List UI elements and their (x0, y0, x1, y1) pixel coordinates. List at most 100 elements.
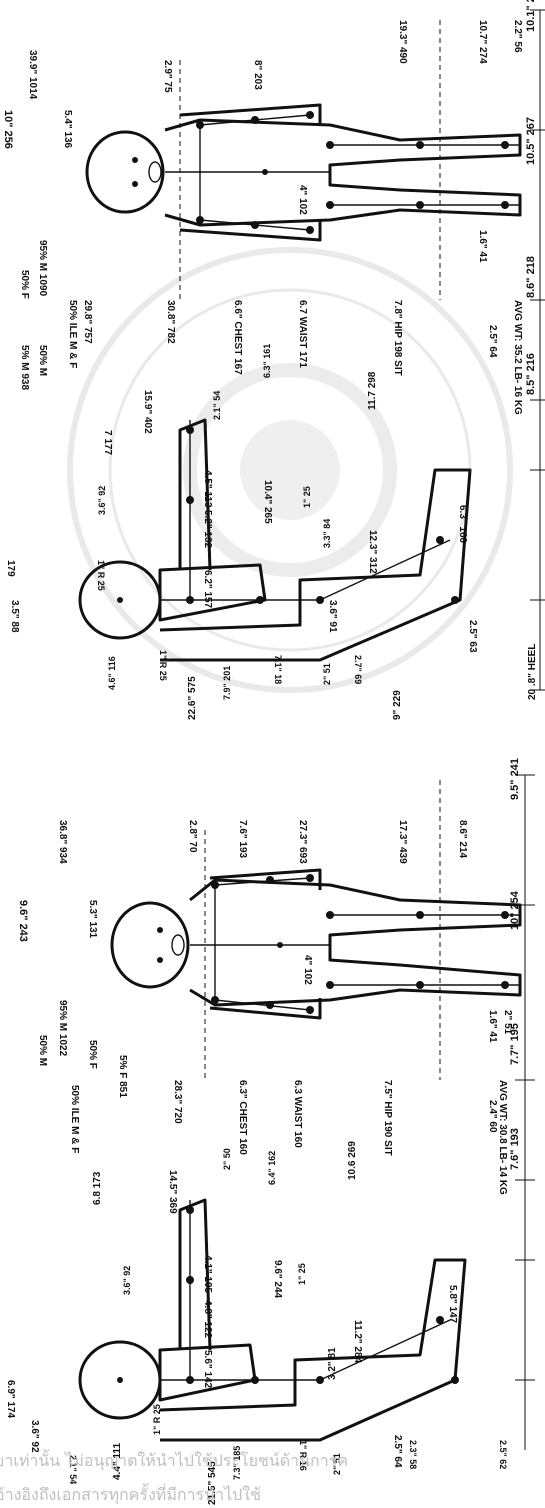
bottom-sit-shoulder-label: 5.6" 142 (202, 1350, 213, 1389)
bottom-dim-mid-24: 2.4" 60 (487, 1100, 498, 1133)
top-sit-height-label: 22.6" 575 (187, 676, 198, 720)
top-sit-misc-11: 6.3" 161 (262, 344, 272, 378)
bottom-dim-mid-2: 2" 51 (502, 1010, 513, 1035)
bottom-sit-lower-label: 4.4" 111 (112, 1443, 123, 1480)
bottom-head-depth-label: 5.3" 131 (87, 900, 98, 939)
top-hip-label: 7.8" HIP 198 SIT (392, 300, 403, 376)
bottom-dim-mid-28: 2.8" 70 (187, 820, 198, 853)
bottom-crotch-label: 4" 102 (302, 955, 313, 985)
bottom-dim-right-3: 7.7" 195 (509, 1023, 521, 1065)
top-section: 10.1" 257 10.5" 267 8.6" 218 8.5" 216 39… (2, 0, 545, 720)
top-dim-mid-16: 1.6" 41 (477, 230, 488, 263)
top-sit-lower-label: 9" 229 (392, 690, 403, 720)
top-sit-misc-7: 3.6" 92 (97, 486, 107, 515)
top-sit-ankle-label: 6.3" 160 (457, 505, 468, 544)
top-sit-misc-5: 2.7" 69 (353, 655, 363, 684)
top-sit-misc-1: 4.6" 116 (107, 656, 117, 690)
bottom-sit-misc-3: 1" R 16 (298, 1440, 308, 1471)
top-sit-width-label: 179 (5, 560, 16, 577)
bottom-dim-mid-8: 8.6" 214 (457, 820, 468, 859)
bottom-sit-misc-9: 3.6" 92 (122, 1266, 132, 1295)
bottom-pct-m-label: 50% M (37, 1035, 48, 1066)
bottom-sit-head-label: 3.6" 92 (29, 1420, 40, 1453)
top-sit-misc-2: 1" R 25 (158, 650, 168, 681)
top-sit-knee-label: 10.4" 265 (262, 480, 273, 524)
bottom-sit-misc-1: 1" R 25 (152, 1404, 162, 1435)
top-height-label: 39.9" 1014 (27, 50, 38, 100)
top-sit-head-label: 3.5" 88 (9, 600, 20, 633)
top-pct-m5-label: 5% M 938 (19, 345, 30, 390)
bottom-sit-width-label: 6.9" 174 (5, 1380, 16, 1419)
bottom-sit-misc-5: 2.5" 62 (498, 1440, 508, 1469)
top-sit-arm2-label: 5.2" 132 (202, 510, 213, 549)
bottom-sit-arm2-label: 4.8" 122 (202, 1300, 213, 1339)
top-chest-label: 6.6" CHEST 167 (232, 300, 243, 375)
top-sit-seat-label: 3.6" 91 (327, 600, 338, 633)
bottom-sit-misc-2: 7.3" 185 (232, 1446, 242, 1480)
top-shoulder-label: 29.8" 757 (82, 300, 93, 344)
top-dim-mid-10: 10.7" 274 (477, 20, 488, 64)
bottom-sit-leg-label: 11.2" 284 (352, 1320, 363, 1364)
top-sit-misc-9: 1" 25 (302, 486, 312, 508)
top-eye-label: 95% M 1090 (37, 240, 48, 297)
bottom-sit-misc-7: 6.4" 162 (267, 1151, 277, 1185)
top-dim-right-3: 8.6" 218 (525, 256, 537, 298)
top-dim-mid-19: 19.3" 490 (397, 20, 408, 64)
bottom-sit-misc-10: 2.1" 54 (68, 1455, 78, 1484)
watermark-line-1: ยาเท่านั้น ไม่อนุญาตให้นำไปใช้ประโยชน์ด้… (0, 1449, 348, 1471)
top-weight-label: AVG WT: 35.2 LB- 16 KG (512, 300, 523, 415)
top-dim-right-1: 10.1" 257 (525, 0, 537, 32)
bottom-dim-mid-16: 1.6" 41 (487, 1010, 498, 1043)
top-head-label: 10" 256 (2, 110, 14, 149)
sitting-child-figure-bottom (78, 1198, 467, 1442)
top-sit-forearm-label: 7 177 (102, 430, 113, 455)
top-sit-leg-label: 12.3" 312 (367, 530, 378, 574)
bottom-sit-seat-label: 3.2" 81 (327, 1347, 338, 1380)
bottom-sit-misc-4: 2" 51 (332, 1453, 342, 1475)
top-pct-f-label: 50% F (19, 270, 30, 299)
bottom-pct-f-label: 50% F (87, 1040, 98, 1069)
bottom-weight-label: AVG WT: 30.8 LB- 14 KG (497, 1080, 508, 1195)
top-sit-heel-label: 20 .8" HEEL (527, 644, 538, 700)
bottom-chest-label: 6.3" CHEST 160 (237, 1080, 248, 1155)
bottom-sit-misc-11: 2.3" 58 (408, 1440, 418, 1469)
top-sit-misc-8: 1" R 25 (96, 560, 106, 591)
standing-child-figure-bottom (110, 868, 522, 1020)
bottom-sit-knee-label: 9.6" 244 (272, 1260, 283, 1299)
top-sit-misc-10: 3.3" 84 (322, 519, 332, 548)
bottom-sit-ile-label: 50% ILE M & F (69, 1085, 80, 1153)
top-pct-m-label: 50% M (37, 345, 48, 376)
bottom-dim-right-2: 10" 254 (509, 890, 521, 930)
top-dim-mid-29: 2.9" 75 (162, 60, 173, 93)
bottom-height-label: 36.8" 934 (57, 820, 68, 864)
top-crotch-label: 4" 102 (297, 185, 308, 215)
bottom-dim-mid-17: 17.3" 439 (397, 820, 408, 864)
standing-child-figure-top (85, 103, 522, 242)
bottom-dim-mid-27: 27.3" 693 (297, 820, 308, 864)
university-seal-watermark (67, 247, 513, 693)
top-sit-ile-label: 50% ILE M & F (67, 300, 78, 368)
top-dim-mid-2: 2.2" 56 (512, 20, 523, 53)
bottom-pct-f5-label: 5% F 851 (117, 1055, 128, 1098)
top-sit-thigh-label: 11.7 298 (367, 371, 378, 410)
sitting-child-figure-top (78, 418, 472, 662)
top-waist-label: 6.7 WAIST 171 (297, 300, 308, 368)
top-dim-right-4: 8.5" 216 (525, 353, 537, 395)
top-dim-mid-8: 8" 203 (252, 60, 263, 90)
bottom-sit-grip-label: 14.5" 369 (167, 1170, 178, 1214)
bottom-waist-label: 6.3 WAIST 160 (292, 1080, 303, 1148)
top-head-depth-label: 5.4" 136 (62, 110, 73, 149)
top-sit-misc-12: 2.1" 54 (212, 391, 222, 420)
top-sit-arm-label: 4.5" 113 (202, 470, 213, 508)
top-shoulder-height-label: 30.8" 782 (165, 300, 176, 344)
bottom-dim-mid-76: 7.6" 193 (237, 820, 248, 859)
top-sit-misc-4: 7.1" 18 (273, 655, 283, 684)
bottom-dim-right-1: 9.5" 241 (509, 758, 521, 800)
bottom-sit-thigh-label: 10.6 269 (347, 1141, 358, 1180)
top-sit-misc-3: 7.9" 201 (222, 666, 232, 700)
bottom-section: 9.5" 241 10" 254 7.7" 195 7.6" 193 36.8"… (5, 758, 535, 1505)
top-sit-grip-label: 15.9" 402 (142, 390, 153, 434)
bottom-sit-ankle-label: 5.8" 147 (447, 1285, 458, 1324)
bottom-shoulder-label: 28.3" 720 (172, 1080, 183, 1124)
top-dim-mid-25: 2.5" 64 (487, 325, 498, 358)
